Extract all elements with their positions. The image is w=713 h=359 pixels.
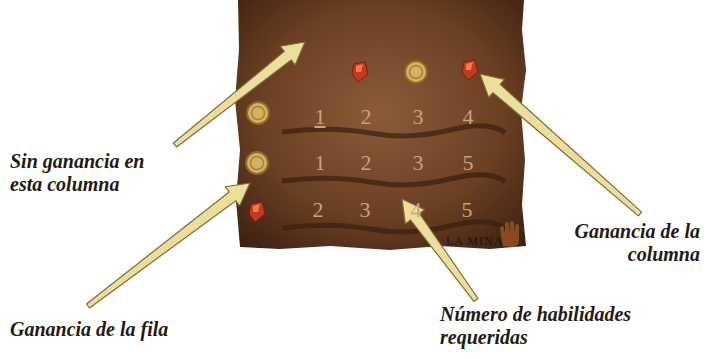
skill-number: 1 bbox=[315, 105, 326, 129]
row-grooves bbox=[282, 126, 505, 232]
label-holder: 4 bbox=[416, 210, 427, 234]
skill-number: 1 bbox=[315, 151, 326, 175]
skill-number: 3 bbox=[413, 151, 424, 175]
label-holder: 5 bbox=[467, 210, 478, 234]
gem-icons bbox=[249, 60, 478, 222]
board-panel bbox=[235, 0, 526, 250]
skill-number: 2 bbox=[361, 105, 372, 129]
label-holder: 1 bbox=[320, 117, 331, 141]
leader-arrow bbox=[402, 199, 478, 301]
skill-number: 2 bbox=[313, 198, 324, 222]
skill-number: 3 bbox=[413, 105, 424, 129]
callout-label: Número de habilidades requeridas bbox=[440, 303, 645, 349]
coin-icons bbox=[246, 61, 427, 174]
label-holder: Ganancia de la fila bbox=[10, 318, 250, 341]
label-holder: Número de habilidades requeridas bbox=[440, 303, 645, 349]
skill-number: 5 bbox=[463, 151, 474, 175]
callout-label: Sin ganancia en esta columna bbox=[10, 150, 175, 196]
leader-arrows bbox=[86, 42, 641, 308]
skill-number: 4 bbox=[463, 105, 474, 129]
skill-number: 5 bbox=[462, 198, 473, 222]
label-holder: Sin ganancia en esta columna bbox=[10, 150, 175, 196]
callout-label: Ganancia de la fila bbox=[10, 318, 250, 341]
board-title: LA MINA bbox=[446, 234, 503, 248]
label-holder: Ganancia de la columna bbox=[560, 220, 700, 266]
label-holder: 5 bbox=[468, 163, 479, 187]
label-holder: 3 bbox=[418, 163, 429, 187]
skill-number: 3 bbox=[360, 198, 371, 222]
callout-label: Ganancia de la columna bbox=[560, 220, 700, 266]
skill-number: 4 bbox=[411, 198, 422, 222]
label-holder: 2 bbox=[366, 117, 377, 141]
label-holder: 2 bbox=[366, 163, 377, 187]
leader-arrow bbox=[173, 42, 305, 147]
label-holder: 2 bbox=[318, 210, 329, 234]
label-holder: 1 bbox=[320, 163, 331, 187]
skill-number: 2 bbox=[361, 151, 372, 175]
leader-arrow bbox=[480, 74, 642, 216]
label-holder: 3 bbox=[365, 210, 376, 234]
label-holder: 3 bbox=[418, 117, 429, 141]
leader-arrow bbox=[86, 183, 250, 308]
label-holder: 4 bbox=[468, 117, 479, 141]
label-holder: LA MINA bbox=[446, 234, 503, 248]
